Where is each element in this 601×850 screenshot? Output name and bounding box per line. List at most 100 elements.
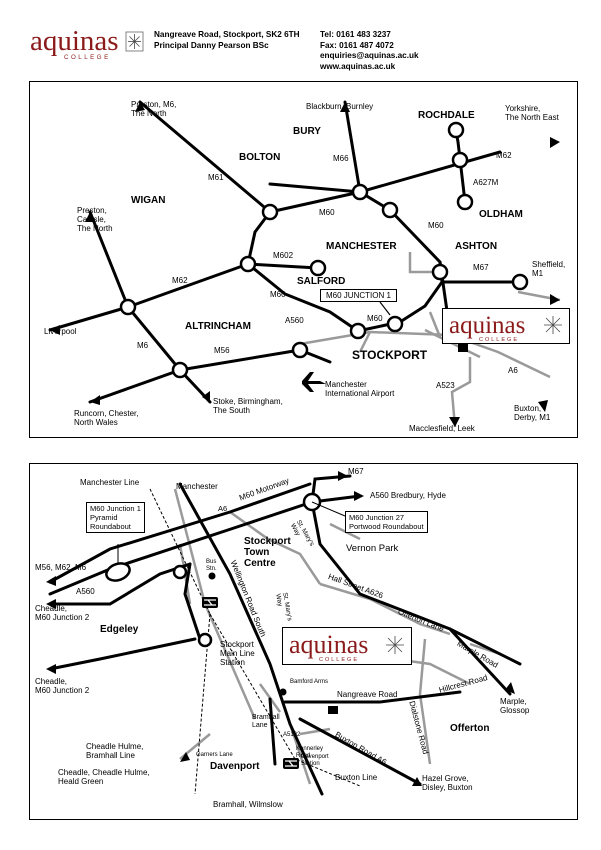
map1-logo-word: aquinas — [449, 312, 525, 339]
map1-logo-sub: COLLEGE — [479, 337, 519, 343]
road-a6-local: A6 — [218, 504, 228, 513]
place-hazel-grove: Hazel Grove,Disley, Buxton — [422, 774, 473, 792]
map2-logo-word: aquinas — [289, 630, 368, 659]
arrow-icon — [550, 294, 560, 305]
town-manchester: MANCHESTER — [326, 241, 397, 252]
road-m61: M61 — [208, 173, 224, 182]
header-logo[interactable]: aquinas COLLEGE — [30, 24, 150, 64]
arrow-icon — [538, 400, 548, 412]
arrow-icon — [50, 325, 60, 335]
road-a6: A6 — [508, 366, 518, 375]
town-altrincham: ALTRINCHAM — [185, 321, 251, 332]
town-bury: BURY — [293, 126, 321, 137]
davenport-station-icon — [283, 758, 299, 769]
arrow-icon — [505, 682, 515, 694]
place-m56-m62: M56, M62, M6 — [35, 563, 87, 572]
logo-graphic: aquinas COLLEGE — [30, 25, 144, 61]
regional-map-svg — [48, 100, 561, 428]
road-m60-n: M60 — [319, 208, 335, 217]
map2-logo-graphic: aquinas COLLEGE — [289, 630, 404, 663]
link-edgeley — [183, 562, 202, 641]
arrow-icon — [550, 137, 560, 148]
direction-arrows — [50, 102, 560, 427]
road-m62-w: M62 — [172, 276, 188, 285]
j27-pointer — [311, 501, 346, 517]
email-link[interactable]: enquiries@aquinas.ac.uk — [320, 51, 419, 60]
road-m66: M66 — [333, 154, 349, 163]
m6-north — [88, 210, 130, 309]
road-m67: M67 — [473, 263, 489, 272]
m61 — [138, 100, 272, 214]
town-wigan: WIGAN — [131, 195, 166, 206]
cheadle-lower — [48, 637, 197, 671]
tel: Tel: 0161 483 3237 — [320, 30, 391, 39]
road-m6: M6 — [137, 341, 149, 350]
marple-road-branch — [448, 627, 512, 696]
arrow-icon — [412, 777, 422, 786]
wellington-road-a6 — [178, 482, 324, 796]
m60-motorway — [48, 482, 312, 584]
place-a560-bredbury: A560 Bredbury, Hyde — [370, 491, 446, 500]
arrow-icon — [46, 664, 56, 674]
bamford-arms-label: Bamford Arms — [290, 679, 329, 685]
area-edgeley: Edgeley — [100, 624, 139, 635]
map2-logo-sub: COLLEGE — [319, 657, 359, 663]
town-ashton: ASHTON — [455, 241, 498, 252]
arrow-icon — [354, 491, 364, 501]
address-line1: Nangreave Road, Stockport, SK2 6TH — [154, 30, 300, 39]
road-nangreave: Nangreave Road — [337, 690, 398, 699]
place-buxton-line: Buxton Line — [335, 773, 378, 782]
college-marker — [458, 344, 468, 352]
web-link[interactable]: www.aquinas.ac.uk — [320, 61, 396, 71]
road-a560-local: A560 — [76, 587, 95, 596]
local-map-svg — [46, 471, 522, 796]
dest-yorkshire: Yorkshire,The North East — [505, 104, 559, 122]
m60-west-spur — [246, 210, 272, 266]
place-manchester: Manchester — [176, 482, 218, 491]
road-m56: M56 — [214, 346, 230, 355]
arrow-icon — [338, 471, 348, 481]
logo-word: aquinas — [30, 25, 119, 57]
logo-sub: COLLEGE — [64, 54, 111, 61]
map1-logo-graphic: aquinas COLLEGE — [449, 312, 562, 343]
bramhall-lane — [268, 697, 277, 766]
bamford-marker — [279, 688, 287, 696]
nangreave-road-line — [283, 690, 462, 704]
road-m62-ne: M62 — [496, 151, 512, 160]
buxton-road — [298, 717, 422, 786]
road-a5102: A5102 — [283, 732, 301, 738]
arrow-icon — [46, 576, 56, 586]
fax: Fax: 0161 487 4072 — [320, 40, 394, 50]
place-cheadle-heald: Cheadle, Cheadle Hulme,Heald Green — [58, 768, 150, 786]
town-rochdale: ROCHDALE — [418, 110, 475, 121]
airport-plane-icon — [302, 372, 326, 392]
arrow-icon — [90, 395, 100, 405]
m66 — [343, 100, 362, 194]
map2-logo-star-icon — [386, 636, 404, 654]
place-bramhall-wilmslow: Bramhall, Wilmslow — [213, 800, 283, 809]
college-marker-local — [328, 706, 338, 714]
m602 — [246, 262, 320, 270]
road-m602: M602 — [273, 251, 294, 260]
regional-map: M60 JUNCTION 1 aquinas COLLEGE ROCHDALE … — [29, 81, 578, 438]
arrow-icon — [135, 102, 145, 112]
map1-logo-star-icon — [544, 316, 562, 334]
m60-j1-callout: M60 JUNCTION 1 — [320, 289, 397, 302]
m60-motorway-inner — [48, 500, 314, 596]
callout-pointer — [379, 301, 391, 316]
m6-south — [126, 305, 182, 372]
logo-star-icon — [125, 31, 144, 52]
area-vernon-park: Vernon Park — [346, 543, 399, 554]
town-bolton: BOLTON — [239, 152, 281, 163]
local-main-roads — [48, 474, 522, 796]
place-m67: M67 — [348, 467, 364, 476]
place-cheadle-m60: Cheadle,M60 Junction 2 — [35, 604, 90, 622]
road-a560: A560 — [285, 316, 304, 325]
address-line2: Principal Danny Pearson BSc — [154, 40, 269, 50]
